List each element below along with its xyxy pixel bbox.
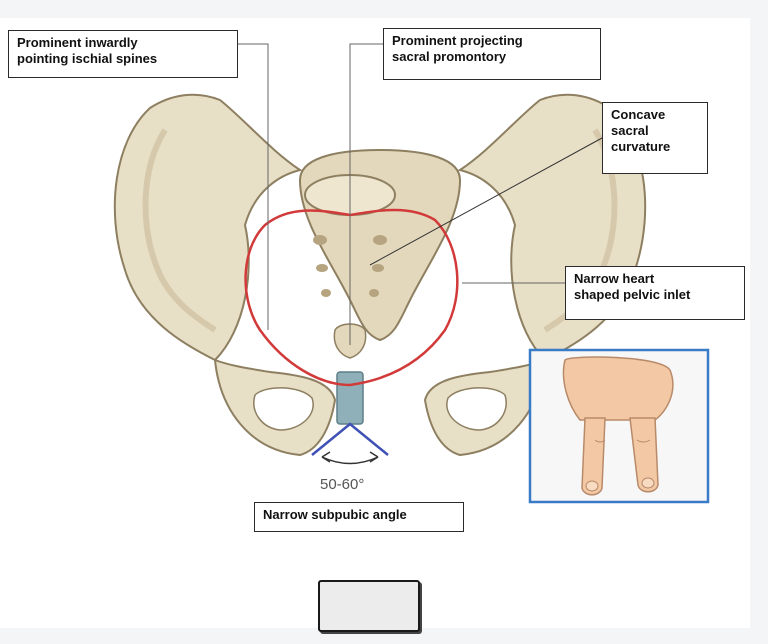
two-finger-hand-icon — [562, 356, 674, 496]
leader-sacral-promontory — [349, 43, 383, 345]
pubic-symphysis — [336, 371, 364, 425]
left-ilium — [113, 93, 303, 362]
angle-arc — [321, 456, 379, 465]
subpubic-angle-value: 50-60° — [320, 476, 365, 493]
label-pelvic-inlet: Narrow heart shaped pelvic inlet — [565, 266, 745, 320]
leader-sacral-curvature — [369, 137, 603, 266]
label-sacral-promontory: Prominent projecting sacral promontory — [383, 28, 601, 80]
label-ischial-spines: Prominent inwardly pointing ischial spin… — [8, 30, 238, 78]
leader-ischial-spines — [237, 43, 269, 330]
right-obturator-foramen — [446, 387, 507, 431]
label-sacral-curvature: Concave sacral curvature — [602, 102, 708, 174]
left-obturator-foramen — [253, 387, 314, 431]
subpubic-angle-lines — [311, 422, 389, 456]
blank-answer-button[interactable] — [318, 580, 420, 632]
label-subpubic-angle: Narrow subpubic angle — [254, 502, 464, 532]
pelvic-inlet-outline — [244, 208, 459, 387]
